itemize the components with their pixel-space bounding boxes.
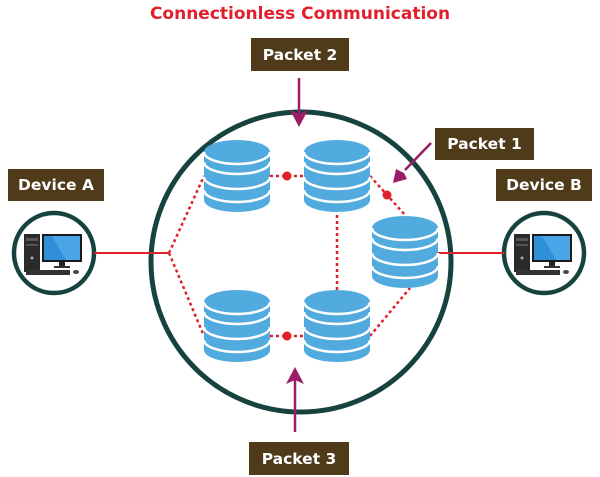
network-boundary bbox=[148, 109, 454, 415]
router-top-middle-icon bbox=[302, 138, 372, 214]
packet-1-arrow-icon bbox=[393, 142, 432, 183]
link-a-bottomleft bbox=[167, 252, 206, 337]
packet-2-dot bbox=[282, 171, 292, 181]
link-bottommiddle-right bbox=[369, 287, 411, 337]
packet-1-dot bbox=[382, 190, 392, 200]
diagram-title: Connectionless Communication bbox=[149, 4, 451, 24]
packet-3-arrow-icon bbox=[286, 367, 304, 432]
packet-2-label: Packet 2 bbox=[251, 38, 349, 71]
packet-2-arrow-icon bbox=[290, 78, 308, 127]
router-top-left-icon bbox=[202, 138, 272, 214]
router-bottom-left-icon bbox=[202, 288, 272, 364]
device-a-label: Device A bbox=[8, 169, 104, 201]
device-b-label: Device B bbox=[496, 169, 592, 201]
router-right-icon bbox=[370, 214, 440, 290]
packet-3-dot bbox=[282, 331, 292, 341]
router-bottom-middle-icon bbox=[302, 288, 372, 364]
packet-3-label: Packet 3 bbox=[249, 442, 349, 475]
packet-1-label: Packet 1 bbox=[435, 128, 534, 160]
link-a-topleft bbox=[167, 175, 206, 254]
